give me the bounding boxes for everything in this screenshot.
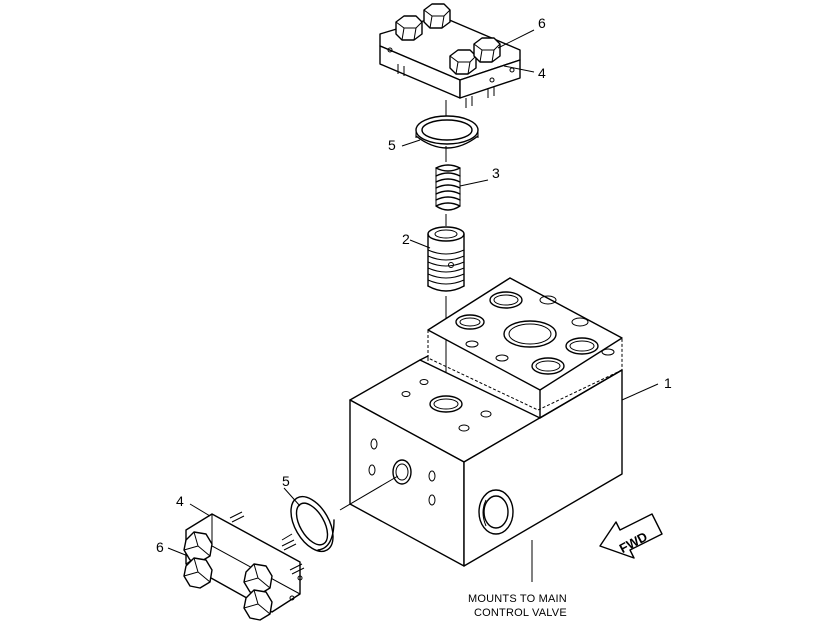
callout-4-top: 4 [538, 65, 546, 81]
bolt-head [423, 3, 451, 29]
leader-lines [167, 29, 659, 582]
side-cover-bolts [183, 531, 273, 621]
valve-block [349, 277, 623, 567]
callout-5-left: 5 [282, 473, 290, 489]
callout-2: 2 [402, 231, 410, 247]
spring [435, 164, 461, 211]
side-o-ring [290, 495, 335, 553]
bolt-head [449, 49, 477, 75]
callout-6-left: 6 [156, 539, 164, 555]
forward-direction-arrow: FWD [599, 513, 663, 559]
callout-3: 3 [492, 165, 500, 181]
bolt-head [243, 589, 273, 621]
bolt-head [243, 563, 273, 595]
callout-5-top: 5 [388, 137, 396, 153]
top-o-ring [415, 115, 479, 149]
bolt-head [395, 15, 423, 41]
bolt-head [183, 557, 213, 589]
top-cover-bolts [395, 3, 501, 75]
bolt-head [183, 531, 213, 563]
mount-note-line1: MOUNTS TO MAIN [468, 593, 567, 605]
valve-spool [427, 226, 465, 292]
callout-4-left: 4 [176, 493, 184, 509]
callout-6-top: 6 [538, 15, 546, 31]
mount-note-line2: CONTROL VALVE [474, 607, 567, 619]
bolt-head [473, 37, 501, 63]
callout-1: 1 [664, 375, 672, 391]
side-assembly-centerline [281, 475, 399, 541]
